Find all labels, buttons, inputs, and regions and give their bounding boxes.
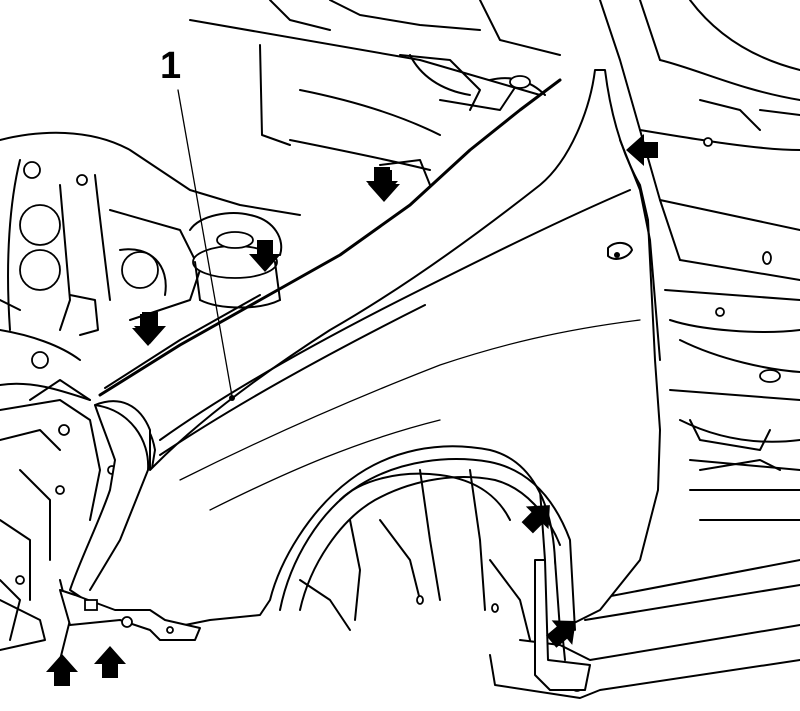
fastener-arrows xyxy=(46,134,658,686)
fastener-arrow-icon xyxy=(132,314,164,346)
wheel-arch-inner xyxy=(299,469,566,661)
fastener-arrow-icon xyxy=(368,170,400,202)
upper-rail-structure xyxy=(189,0,561,186)
callout-1: 1 xyxy=(160,45,233,397)
rear-lower-bracket xyxy=(534,559,591,691)
fastener-arrow-icon xyxy=(521,505,550,534)
fastener-arrow-icon xyxy=(626,134,658,166)
engine-bay-structure xyxy=(0,131,301,401)
fender-top-seam xyxy=(98,78,562,397)
fastener-arrow-icon xyxy=(46,654,78,686)
fastener-arrow-icon xyxy=(94,646,126,678)
body-side-structure xyxy=(599,0,800,521)
lower-mounting-bracket xyxy=(59,589,201,641)
front-fender-panel xyxy=(69,69,661,631)
fastener-arrow-icon xyxy=(546,620,576,648)
fastener-arrow-icon xyxy=(249,240,281,272)
callout-label-1: 1 xyxy=(160,45,181,87)
